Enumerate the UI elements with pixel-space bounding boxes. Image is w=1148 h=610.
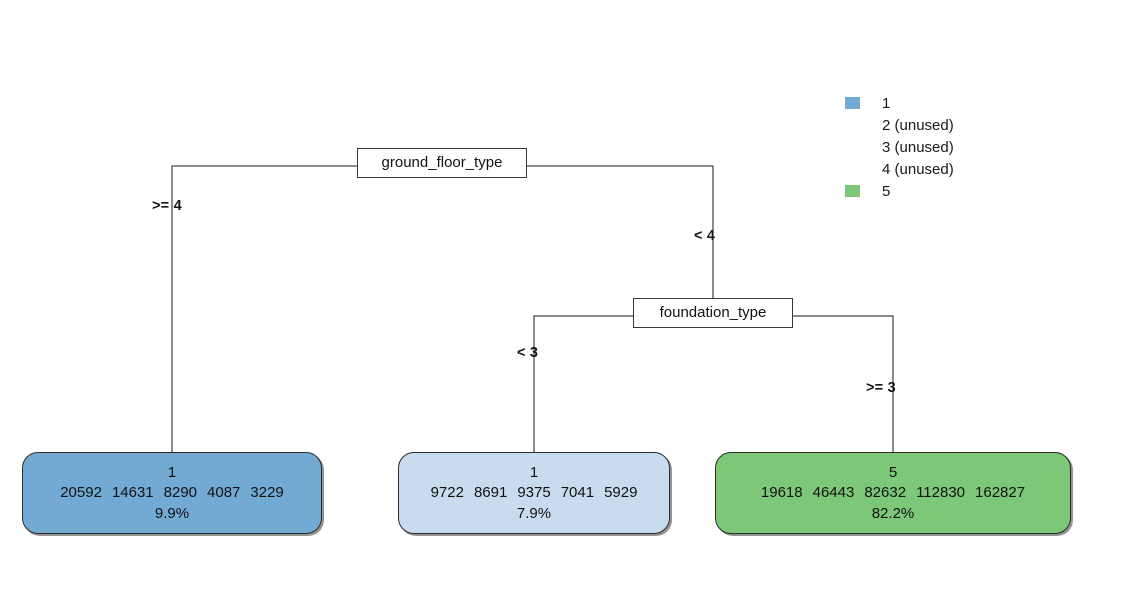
edge-label-root-left: >= 4: [152, 198, 182, 214]
leaf-count: 20592: [60, 484, 102, 502]
leaf-count: 8691: [473, 484, 508, 502]
leaf-count: 46443: [812, 484, 855, 502]
leaf-count: 162827: [975, 484, 1026, 502]
class-legend: 1 2 (unused) 3 (unused) 4 (unused) 5: [845, 92, 954, 202]
legend-swatch-5: [845, 185, 860, 197]
edge-label-inner-right: >= 3: [866, 380, 896, 396]
leaf-class-label: 1: [529, 464, 539, 482]
leaf-count: 9722: [430, 484, 464, 502]
legend-item: 4 (unused): [845, 158, 954, 180]
legend-label: 1: [882, 94, 891, 112]
edge-root-left: [171, 165, 357, 452]
legend-item: 1: [845, 92, 954, 114]
leaf-percent: 82.2%: [871, 504, 915, 522]
leaf-count: 14631: [111, 484, 154, 502]
leaf-count: 112830: [916, 484, 966, 502]
leaf-count: 9375: [517, 484, 551, 502]
leaf-count: 4087: [207, 484, 241, 502]
split-node-ground-floor-type[interactable]: ground_floor_type: [357, 148, 527, 178]
legend-swatch-4: [845, 163, 860, 175]
leaf-class-label: 5: [888, 464, 898, 482]
leaf-count: 19618: [760, 484, 803, 502]
legend-swatch-2: [845, 119, 860, 131]
edge-inner-right: [793, 315, 894, 452]
legend-swatch-1: [845, 97, 860, 109]
leaf-node[interactable]: 5 19618 46443 82632 112830 162827 82.2%: [715, 452, 1071, 534]
edge-label-root-right: < 4: [694, 228, 716, 244]
leaf-node[interactable]: 1 20592 14631 8290 4087 3229 9.9%: [22, 452, 322, 534]
leaf-count: 8290: [163, 484, 198, 502]
leaf-counts: 20592 14631 8290 4087 3229: [60, 484, 284, 501]
leaf-percent: 7.9%: [516, 504, 552, 522]
legend-label: 2 (unused): [882, 116, 954, 134]
legend-item: 3 (unused): [845, 136, 954, 158]
split-node-label: ground_floor_type: [381, 154, 503, 171]
edge-inner-left: [533, 315, 633, 452]
leaf-node[interactable]: 1 9722 8691 9375 7041 5929 7.9%: [398, 452, 670, 534]
split-node-label: foundation_type: [659, 304, 767, 321]
legend-label: 4 (unused): [882, 160, 954, 178]
legend-label: 3 (unused): [882, 138, 954, 156]
leaf-count: 5929: [604, 484, 638, 502]
leaf-percent: 9.9%: [154, 504, 190, 522]
legend-label: 5: [882, 182, 891, 200]
edge-root-right: [527, 165, 714, 301]
leaf-counts: 19618 46443 82632 112830 162827: [761, 484, 1025, 501]
edge-label-inner-left: < 3: [517, 345, 539, 361]
leaf-count: 3229: [250, 484, 284, 502]
leaf-counts: 9722 8691 9375 7041 5929: [431, 484, 638, 501]
leaf-class-label: 1: [167, 464, 177, 482]
legend-item: 2 (unused): [845, 114, 954, 136]
split-node-foundation-type[interactable]: foundation_type: [633, 298, 793, 328]
legend-swatch-3: [845, 141, 860, 153]
leaf-count: 82632: [864, 484, 907, 502]
legend-item: 5: [845, 180, 954, 202]
leaf-count: 7041: [560, 484, 595, 502]
